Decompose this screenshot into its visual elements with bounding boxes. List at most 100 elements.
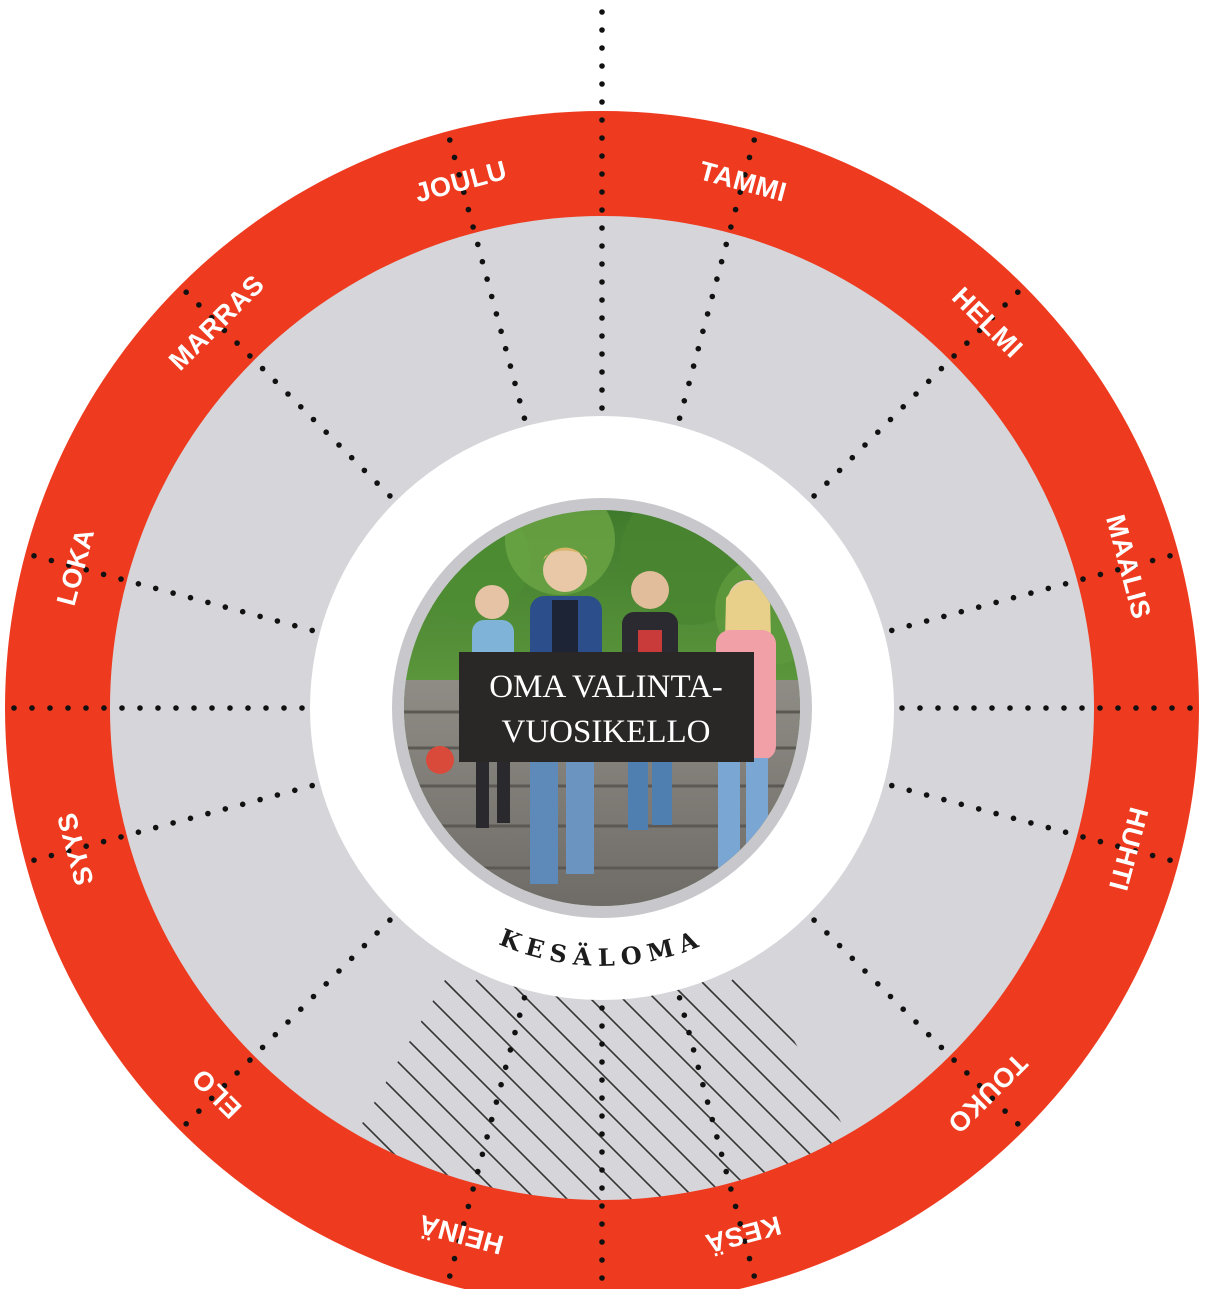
title-box xyxy=(459,652,754,762)
axis-dot xyxy=(599,63,605,69)
divider-dot xyxy=(257,613,263,620)
hatch-line xyxy=(0,980,96,1240)
divider-dot xyxy=(700,1081,706,1088)
divider-dot xyxy=(221,327,228,334)
axis-dot xyxy=(599,135,605,141)
divider-dot xyxy=(66,848,72,854)
divider-dot xyxy=(285,391,291,397)
axis-dot xyxy=(599,1059,605,1065)
divider-dot xyxy=(737,1221,743,1227)
axis-dot xyxy=(599,1185,605,1191)
axis-dot xyxy=(599,387,605,393)
divider-dot xyxy=(906,622,912,629)
axis-dot xyxy=(1115,705,1121,711)
divider-dot xyxy=(1062,581,1069,587)
divider-dot xyxy=(1045,824,1052,831)
hatch-line xyxy=(411,979,673,1200)
divider-dot xyxy=(502,1064,509,1071)
axis-dot xyxy=(899,705,905,711)
divider-dot xyxy=(465,206,472,213)
divider-dot xyxy=(900,1006,906,1012)
axis-dot xyxy=(599,261,605,267)
divider-dot xyxy=(516,398,523,404)
axis-dot xyxy=(1061,705,1067,711)
axis-dot xyxy=(599,189,605,195)
axis-dot xyxy=(227,705,233,711)
divider-dot xyxy=(941,796,947,803)
axis-dot xyxy=(599,1077,605,1083)
divider-dot xyxy=(387,493,393,499)
divider-dot xyxy=(989,314,996,321)
divider-dot xyxy=(951,1057,957,1063)
divider-dot xyxy=(348,454,355,461)
axis-dot xyxy=(599,207,605,213)
hatch-line xyxy=(1116,980,1205,1240)
divider-dot xyxy=(274,792,281,798)
divider-dot xyxy=(913,1019,919,1025)
divider-dot xyxy=(488,293,495,300)
hatch-line xyxy=(635,979,848,1200)
axis-dot xyxy=(599,171,605,177)
divider-dot xyxy=(676,995,683,1001)
hatch-line xyxy=(667,979,848,1200)
divider-dot xyxy=(183,1121,189,1127)
divider-dot xyxy=(272,1031,279,1038)
divider-dot xyxy=(686,380,692,387)
divider-dot xyxy=(456,1238,462,1244)
axis-dot xyxy=(599,369,605,375)
divider-dot xyxy=(461,189,467,195)
divider-dot xyxy=(824,480,830,486)
axis-dot xyxy=(191,705,197,711)
divider-dot xyxy=(31,857,37,863)
divider-dot xyxy=(887,416,894,423)
divider-dot xyxy=(447,137,453,143)
divider-dot xyxy=(521,415,528,422)
divider-dot xyxy=(348,955,355,962)
divider-dot xyxy=(737,189,743,195)
hatch-line xyxy=(731,979,848,1200)
divider-dot xyxy=(887,993,894,1000)
hatch-line xyxy=(699,979,848,1200)
divider-dot xyxy=(723,1168,729,1175)
divider-dot xyxy=(709,293,716,300)
divider-dot xyxy=(205,810,211,817)
divider-dot xyxy=(309,782,316,789)
divider-dot xyxy=(222,806,229,812)
axis-dot xyxy=(599,243,605,249)
divider-dot xyxy=(470,1186,476,1192)
axis-dot xyxy=(599,1113,605,1119)
divider-dot xyxy=(152,585,159,592)
divider-dot xyxy=(923,792,930,798)
axis-dot xyxy=(599,45,605,51)
divider-dot xyxy=(690,1047,697,1053)
axis-dot xyxy=(917,705,923,711)
axis-dot xyxy=(599,99,605,105)
axis-dot xyxy=(599,351,605,357)
divider-dot xyxy=(923,618,930,624)
divider-dot xyxy=(456,172,462,178)
divider-dot xyxy=(135,581,142,587)
divider-dot xyxy=(285,1019,291,1025)
axis-dot xyxy=(971,705,977,711)
divider-dot xyxy=(676,415,683,422)
divider-dot xyxy=(704,1099,711,1105)
divider-dot xyxy=(451,154,458,161)
divider-dot xyxy=(690,363,697,369)
divider-dot xyxy=(498,1081,504,1088)
divider-dot xyxy=(310,416,317,423)
divider-dot xyxy=(889,782,895,789)
divider-dot xyxy=(502,345,509,352)
axis-dot xyxy=(599,81,605,87)
divider-dot xyxy=(718,258,725,265)
axis-dot xyxy=(1133,705,1139,711)
divider-dot xyxy=(1097,838,1104,845)
divider-dot xyxy=(958,801,965,808)
divider-dot xyxy=(488,1116,495,1123)
divider-dot xyxy=(1015,1121,1021,1127)
divider-dot xyxy=(516,1012,523,1018)
divider-dot xyxy=(208,1095,215,1102)
divider-dot xyxy=(507,363,514,369)
divider-dot xyxy=(100,838,107,845)
divider-dot xyxy=(1132,562,1138,568)
